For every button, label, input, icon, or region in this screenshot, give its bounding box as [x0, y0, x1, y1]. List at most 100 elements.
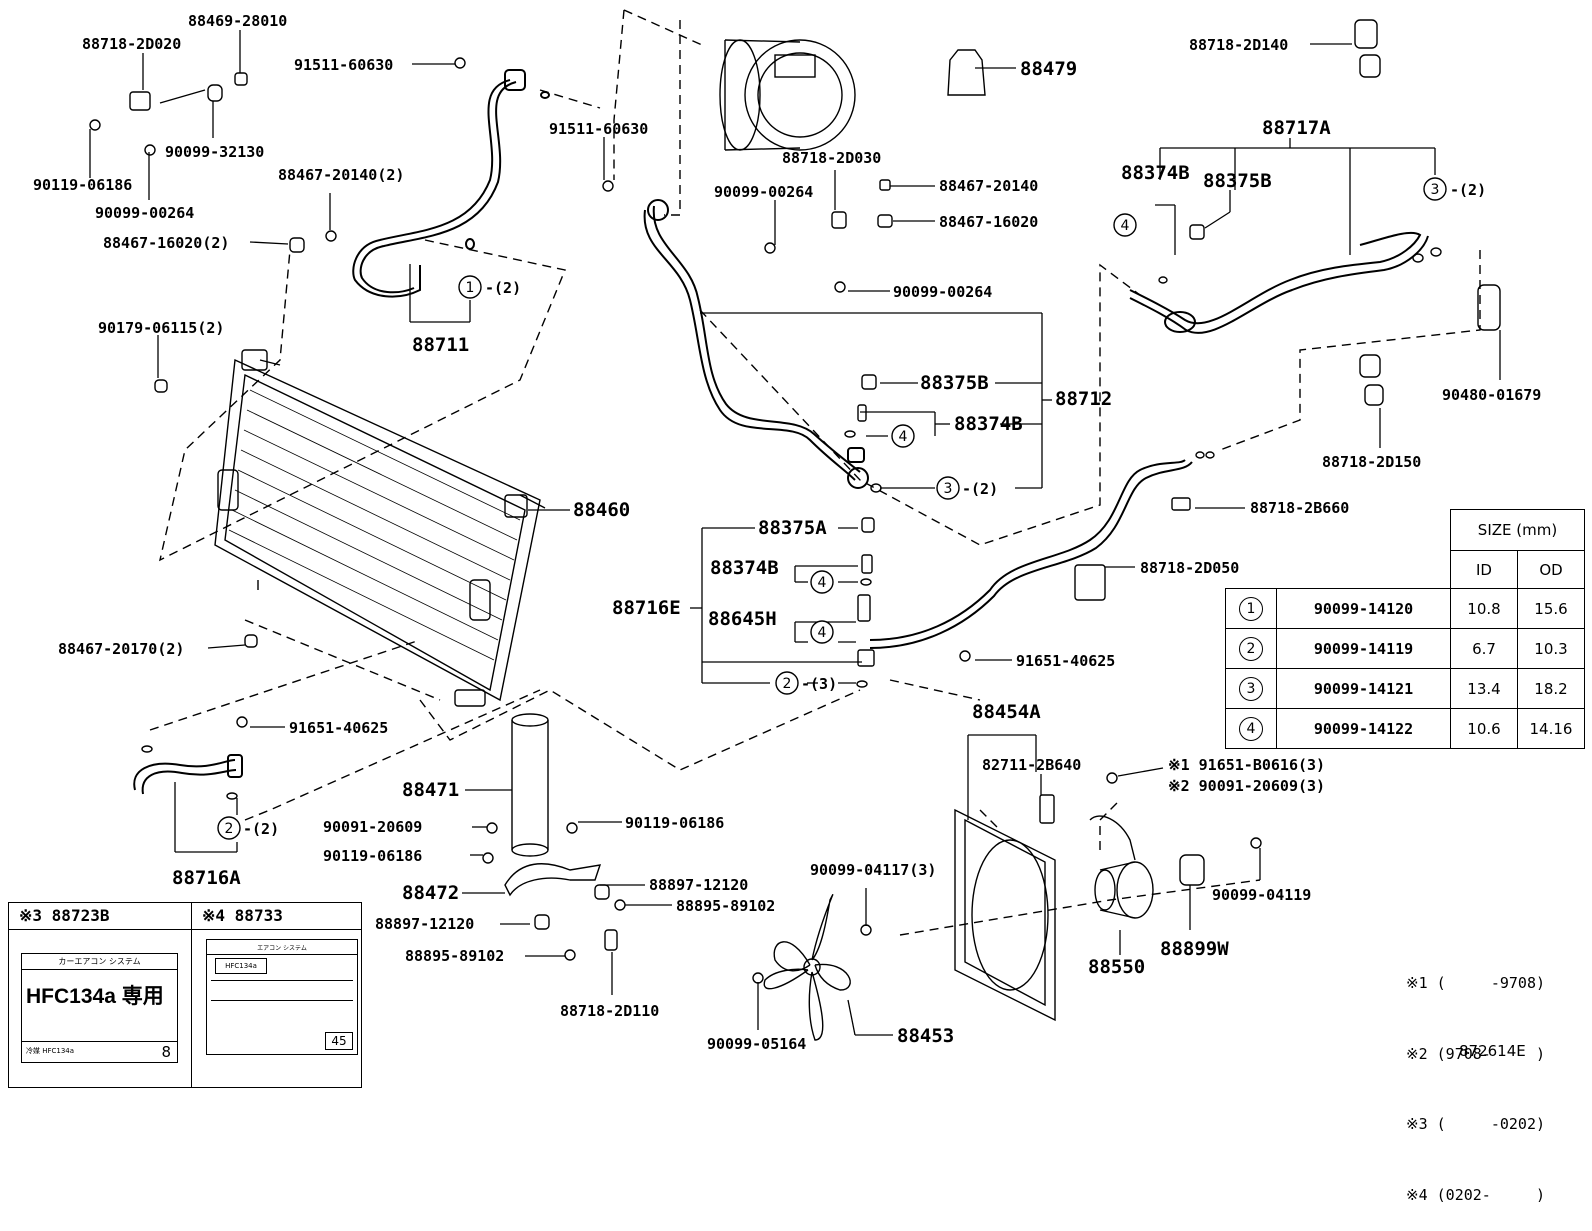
- note-3: ※3 ( -0202): [1406, 1115, 1545, 1133]
- label-91511-60630-b: 91511-60630: [549, 120, 648, 138]
- row-id: 10.6: [1450, 708, 1518, 749]
- label-91651-40625-a: 91651-40625: [1016, 652, 1115, 670]
- label-90480-01679: 90480-01679: [1442, 386, 1541, 404]
- o-rings: [141, 247, 1442, 800]
- row-part: 90099-14119: [1276, 628, 1451, 669]
- receiver-88471: [511, 713, 549, 857]
- label-88467-20140-2: 88467-20140(2): [278, 166, 404, 184]
- row-od: 18.2: [1517, 668, 1585, 709]
- label-90099-04119: 90099-04119: [1212, 886, 1311, 904]
- hose-88711: [352, 69, 550, 298]
- label-91651-B0616: ※1 91651-B0616(3): [1168, 756, 1325, 774]
- label-88899W: 88899W: [1160, 938, 1229, 960]
- label-88467-20170-2: 88467-20170(2): [58, 640, 184, 658]
- label-88717A: 88717A: [1262, 117, 1331, 139]
- row-id: 13.4: [1450, 668, 1518, 709]
- label-90119-06186: 90119-06186: [33, 176, 132, 194]
- callout-qty-1: -(2): [485, 279, 521, 297]
- label-88454A: 88454A: [972, 701, 1041, 723]
- condenser-fins: [228, 389, 521, 661]
- table-row: 3 90099-14121 13.4 18.2: [1225, 668, 1585, 709]
- label-a-top: カーエアコン システム: [22, 956, 177, 970]
- label-91511-60630: 91511-60630: [294, 56, 393, 74]
- leader-lines: [89, 30, 1501, 1036]
- label-88716A: 88716A: [172, 867, 241, 889]
- label-88467-16020: 88467-16020: [939, 213, 1038, 231]
- svg-text:3: 3: [1431, 182, 1440, 198]
- label-88472: 88472: [402, 882, 459, 904]
- condenser-88460: [214, 349, 546, 707]
- label-88374B-c: 88374B: [710, 557, 779, 579]
- row-number: 2: [1239, 636, 1263, 661]
- label-88375B-a: 88375B: [1203, 170, 1272, 192]
- label-88718-2D150: 88718-2D150: [1322, 453, 1421, 471]
- label-90091-20609: 90091-20609: [323, 818, 422, 836]
- row-od: 14.16: [1517, 708, 1585, 749]
- fan-shroud-88454A: [954, 808, 1056, 1022]
- label-88711: 88711: [412, 334, 469, 356]
- label-88712: 88712: [1055, 388, 1112, 410]
- label-88718-2D020: 88718-2D020: [82, 35, 181, 53]
- label-88375B-b: 88375B: [920, 372, 989, 394]
- label-b-main: HFC134a: [215, 958, 267, 974]
- pipe-88716E: [869, 459, 1193, 649]
- label-88467-16020-2: 88467-16020(2): [103, 234, 229, 252]
- row-id: 6.7: [1450, 628, 1518, 669]
- svg-text:1: 1: [466, 280, 475, 296]
- label-a-bottom: 冷媒 HFC134a: [26, 1047, 75, 1055]
- small-hardware: [89, 19, 1501, 984]
- row-part: 90099-14120: [1276, 588, 1451, 629]
- row-number: 3: [1239, 676, 1263, 701]
- label-90099-00264-c: 90099-00264: [893, 283, 992, 301]
- callout-qty-3b: -(2): [962, 480, 998, 498]
- size-header: SIZE (mm): [1450, 509, 1585, 551]
- table-row: 4 90099-14122 10.6 14.16: [1225, 708, 1585, 749]
- callout-circles: [217, 177, 1447, 840]
- label-88895-89102-a: 88895-89102: [676, 897, 775, 915]
- label-88460: 88460: [573, 499, 630, 521]
- table-row: 2 90099-14119 6.7 10.3: [1225, 628, 1585, 669]
- pipe-88717A: [1129, 231, 1429, 334]
- size-col-od: OD: [1517, 550, 1585, 589]
- label-82711-2B640: 82711-2B640: [982, 756, 1081, 774]
- label-88374B-a: 88374B: [1121, 162, 1190, 184]
- svg-text:2: 2: [225, 821, 234, 837]
- label-a-main: HFC134a 専用: [26, 985, 164, 1008]
- svg-text:4: 4: [818, 625, 827, 641]
- label-90119-06186-c: 90119-06186: [625, 814, 724, 832]
- label-88453: 88453: [897, 1025, 954, 1047]
- label-88374B-b: 88374B: [954, 413, 1023, 435]
- label-88897-12120-b: 88897-12120: [375, 915, 474, 933]
- callout-qty-2b: -(2): [243, 820, 279, 838]
- label-90099-05164: 90099-05164: [707, 1035, 806, 1053]
- label-88467-20140: 88467-20140: [939, 177, 1038, 195]
- label-88718-2D140: 88718-2D140: [1189, 36, 1288, 54]
- row-number: 1: [1239, 596, 1263, 621]
- label-90099-04117-3: 90099-04117(3): [810, 861, 936, 879]
- label-91651-40625-b: 91651-40625: [289, 719, 388, 737]
- label-88645H: 88645H: [708, 608, 777, 630]
- legend-col-88733: ※4 88733 エアコン システム HFC134a 45: [192, 903, 361, 1087]
- label-88550: 88550: [1088, 956, 1145, 978]
- label-88718-2B660: 88718-2B660: [1250, 499, 1349, 517]
- bracket-88472: [504, 863, 602, 897]
- label-88471: 88471: [402, 779, 459, 801]
- hose-88712: [643, 199, 869, 489]
- o-ring-size-table: SIZE (mm) ID OD 1 90099-14120 10.8 15.6 …: [1225, 509, 1585, 749]
- legend-title-b: ※4 88733: [192, 903, 361, 930]
- label-90119-06186-b: 90119-06186: [323, 847, 422, 865]
- fan-motor-88550: [1089, 815, 1154, 919]
- parts-diagram: 1 4 3 4 3 4 4 2 2 88469-28010 88718-2D02…: [33, 9, 1541, 1053]
- label-88479: 88479: [1020, 58, 1077, 80]
- part-labels: 88469-28010 88718-2D020 91511-60630 9009…: [33, 12, 1541, 1053]
- legend-col-88723B: ※3 88723B カーエアコン システム HFC134a 専用 冷媒 HFC1…: [9, 903, 192, 1087]
- callout-qty-2a: -(3): [801, 675, 837, 693]
- label-88895-89102-b: 88895-89102: [405, 947, 504, 965]
- label-90099-00264: 90099-00264: [95, 204, 194, 222]
- hose-88716A: [133, 754, 243, 795]
- size-col-id: ID: [1450, 550, 1518, 589]
- label-88716E: 88716E: [612, 597, 681, 619]
- label-88897-12120-a: 88897-12120: [649, 876, 748, 894]
- svg-text:4: 4: [818, 575, 827, 591]
- table-row: 1 90099-14120 10.8 15.6: [1225, 588, 1585, 629]
